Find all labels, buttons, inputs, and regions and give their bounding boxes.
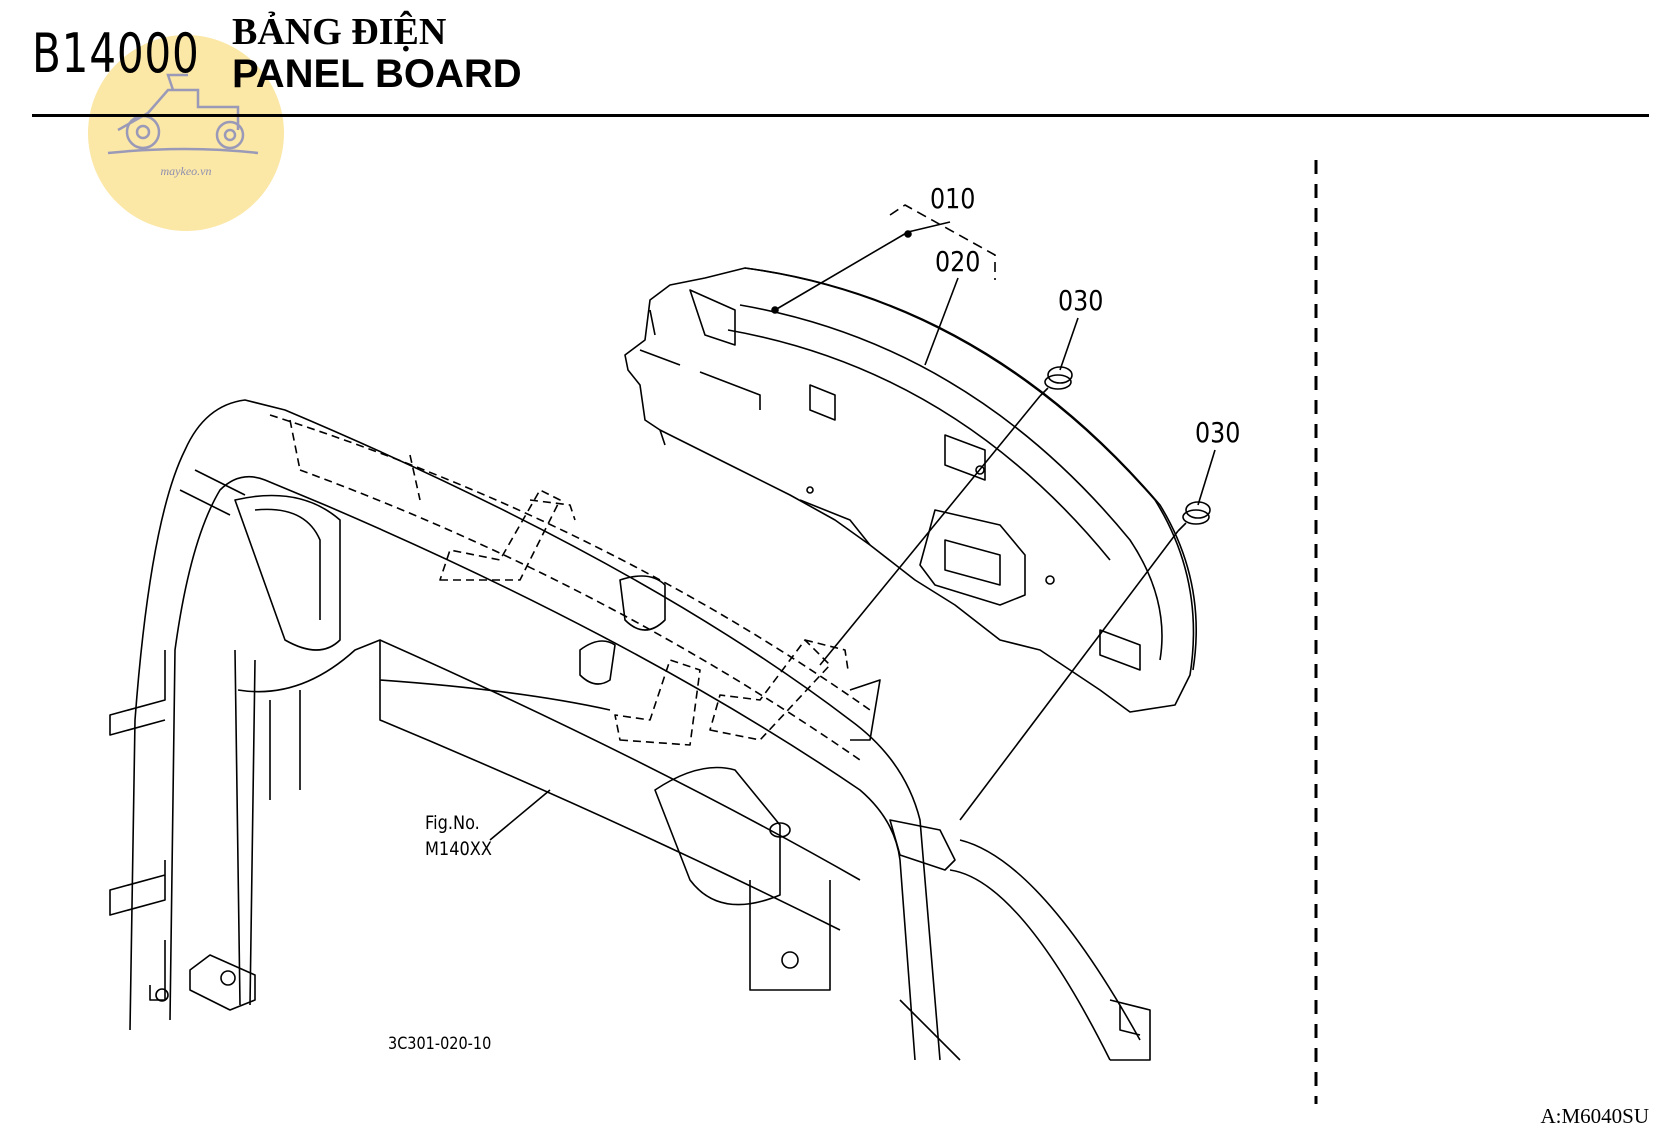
- title-vietnamese: BẢNG ĐIỆN: [232, 11, 447, 53]
- page-reference: A:M6040SU: [1540, 1104, 1649, 1128]
- header-divider: [32, 114, 1649, 117]
- dashboard-frame: [109, 399, 1151, 1061]
- callout-030-upper: 030: [1058, 284, 1104, 317]
- panel-board-part: [624, 267, 1197, 713]
- page-header: B14000 BẢNG ĐIỆN PANEL BOARD: [0, 0, 1653, 120]
- figure-ref-line1: Fig.No.: [425, 812, 480, 834]
- callout-030-lower: 030: [1195, 416, 1241, 449]
- title-english: PANEL BOARD: [232, 52, 522, 96]
- callout-010: 010: [930, 182, 976, 215]
- screw-030-upper: [1039, 366, 1073, 397]
- drawing-number: 3C301-020-10: [388, 1034, 492, 1054]
- callout-020: 020: [935, 245, 981, 278]
- part-code: B14000: [32, 22, 200, 85]
- screw-030-lower: [1177, 501, 1211, 532]
- dashed-brackets: [269, 414, 871, 761]
- figure-ref-line2: M140XX: [425, 838, 492, 860]
- tractor-icon: maykeo.vn: [88, 35, 284, 231]
- logo-text: maykeo.vn: [161, 164, 212, 178]
